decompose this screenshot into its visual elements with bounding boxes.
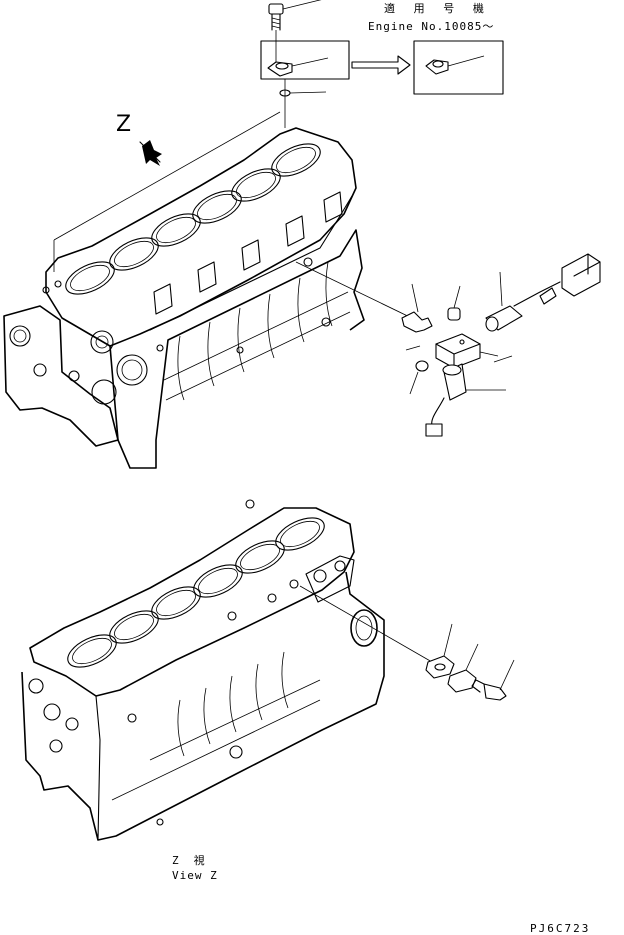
view-z-arrow: [139, 140, 162, 166]
cylinder-block-upper: [3, 111, 421, 469]
gasket-top: [279, 79, 327, 128]
drawing-code: PJ6C723: [530, 922, 591, 935]
view-z-marker: Z: [116, 112, 132, 137]
connector-part: [401, 283, 433, 333]
sensor-assembly: [401, 253, 601, 437]
sensor-part: [425, 363, 506, 437]
detail-box-current: [260, 40, 350, 80]
end-face-lower: [267, 555, 378, 647]
side-ports-upper: [153, 191, 343, 315]
engine-serial-label: Engine No.10085～: [368, 20, 495, 33]
gasket-view-z: [425, 623, 455, 679]
bolt-view-z: [471, 659, 515, 701]
detail-box-new: [413, 40, 504, 95]
block-ribs-upper: [163, 261, 351, 401]
bolt-top: [268, 0, 322, 31]
front-plate-upper: [3, 280, 148, 447]
harness-part: [513, 253, 601, 307]
front-face-lower: [28, 499, 255, 826]
top-detail-group: [260, 0, 504, 128]
block-ribs-lower: [111, 651, 321, 801]
cover-view-z: [447, 643, 479, 693]
cylinder-bores-upper: [65, 143, 321, 295]
cylinder-block-lower: [21, 499, 433, 841]
cylinder-bores-lower: [67, 517, 325, 668]
view-caption-en: View Z: [172, 869, 218, 882]
plug-part: [447, 285, 461, 321]
arrow-new-type: [351, 55, 411, 75]
boss-current: [267, 57, 329, 77]
applicability-title: 適 用 号 機: [384, 2, 490, 15]
pressure-switch: [485, 271, 523, 332]
boss-new: [425, 55, 485, 75]
view-caption-jp: Z 視: [172, 854, 207, 867]
view-z-parts: [425, 623, 515, 701]
elbow-part: [409, 360, 429, 395]
